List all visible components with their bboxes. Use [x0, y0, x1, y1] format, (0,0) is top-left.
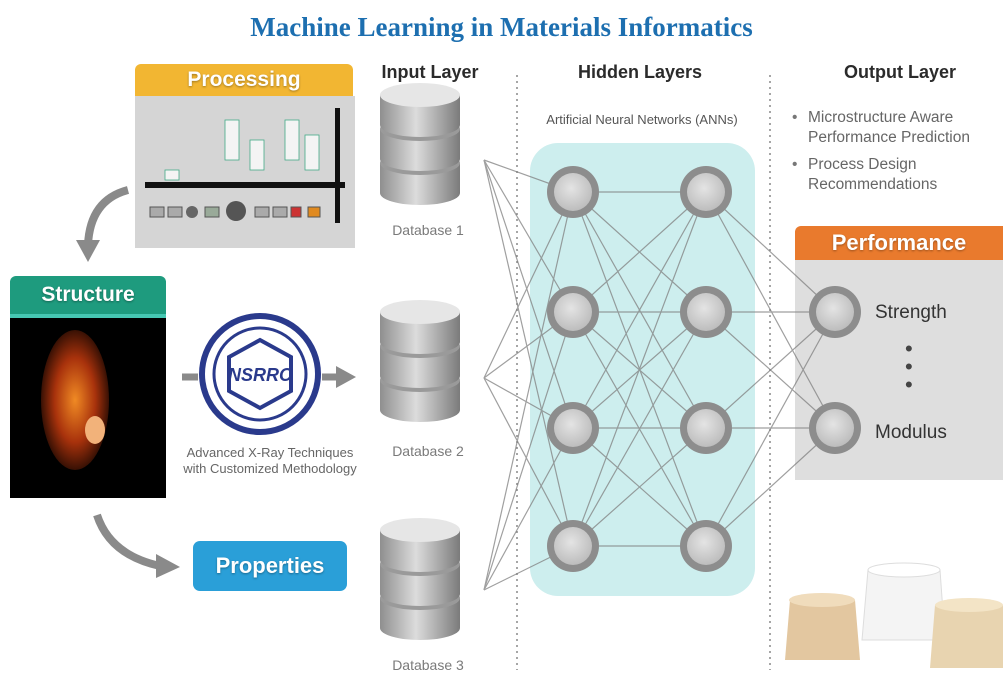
processing-line — [145, 182, 345, 188]
structure-image — [41, 330, 109, 470]
structure-to-properties-arrow — [93, 513, 161, 570]
processing-unit — [290, 206, 302, 218]
processing-to-structure-arrow — [84, 186, 130, 246]
processing-unit — [167, 206, 183, 218]
processing-unit — [254, 206, 270, 218]
processing-gauge — [249, 139, 265, 171]
performance-label: Performance — [795, 226, 1003, 260]
processing-to-structure-arrowhead — [76, 240, 100, 262]
network-edge — [705, 191, 836, 313]
network-edges — [483, 159, 836, 591]
network-edge — [483, 191, 574, 591]
hidden-node — [680, 286, 732, 338]
output-node — [809, 286, 861, 338]
network-edge — [572, 191, 707, 547]
processing-unit — [272, 206, 288, 218]
network-edge — [572, 311, 707, 547]
structure-to-properties-arrowhead — [156, 554, 180, 578]
database-label: Database 3 — [392, 657, 464, 673]
processing-gauge — [224, 119, 240, 161]
network-edge — [705, 311, 836, 429]
processing-gauge — [304, 134, 320, 171]
processing-gauge — [164, 169, 180, 181]
network-edge — [572, 191, 707, 313]
nsrrc-caption: Advanced X-Ray Techniques with Customize… — [183, 445, 357, 476]
output-modulus-label: Modulus — [875, 422, 947, 443]
processing-unit — [307, 206, 321, 218]
structure-highlight — [85, 416, 105, 444]
structure-label: Structure — [10, 276, 166, 318]
network-edge — [705, 427, 836, 547]
network-edge — [483, 159, 574, 547]
processing-line-vertical — [335, 108, 340, 223]
processing-gauge — [284, 119, 300, 161]
hidden-node — [547, 286, 599, 338]
output-layer-heading: Output Layer — [843, 62, 956, 82]
network-nodes — [547, 166, 861, 572]
output-bullet: Process Design Recommendations — [790, 155, 1000, 195]
diagram-title: Machine Learning in Materials Informatic… — [250, 12, 753, 42]
network-edge — [483, 427, 574, 591]
hidden-layers-panel — [530, 143, 755, 596]
database-label: Database 1 — [392, 222, 464, 238]
network-edge — [483, 191, 574, 379]
network-edge — [705, 311, 836, 547]
processing-label: Processing — [135, 64, 353, 96]
hidden-node — [680, 402, 732, 454]
database-icons — [380, 83, 460, 640]
input-layer-heading: Input Layer — [381, 62, 479, 82]
output-bullet: Microstructure Aware Performance Predict… — [790, 108, 1000, 148]
nsrrc-logo: NSRRC — [199, 313, 321, 435]
network-edge — [483, 159, 574, 313]
network-edge — [572, 427, 707, 547]
processing-unit — [226, 201, 246, 221]
output-node — [809, 402, 861, 454]
database-label: Database 2 — [392, 443, 464, 459]
hidden-node — [547, 166, 599, 218]
processing-unit — [149, 206, 165, 218]
database-icon — [380, 518, 460, 640]
network-edge — [483, 311, 574, 591]
network-edge — [483, 159, 574, 429]
nsrrc-logo-text: NSRRC — [228, 365, 293, 385]
properties-label: Properties — [193, 541, 347, 591]
output-strength-label: Strength — [875, 302, 947, 323]
hidden-node — [547, 402, 599, 454]
ann-label: Artificial Neural Networks (ANNs) — [546, 112, 738, 127]
output-ellipsis: ••• — [905, 336, 913, 397]
database-icon — [380, 300, 460, 422]
network-edge — [705, 191, 836, 429]
nsrrc-to-database-arrowhead — [336, 366, 356, 388]
processing-unit — [186, 206, 198, 218]
hidden-node — [680, 520, 732, 572]
output-bullets: Microstructure Aware Performance Predict… — [790, 108, 1000, 202]
processing-panel — [135, 96, 355, 248]
hidden-node — [547, 520, 599, 572]
hidden-node — [680, 166, 732, 218]
network-edge — [572, 191, 707, 429]
database-icon — [380, 83, 460, 205]
hidden-layers-heading: Hidden Layers — [577, 62, 703, 82]
network-edge — [483, 377, 574, 547]
yarn-spools — [785, 562, 1003, 668]
processing-unit — [204, 206, 220, 218]
